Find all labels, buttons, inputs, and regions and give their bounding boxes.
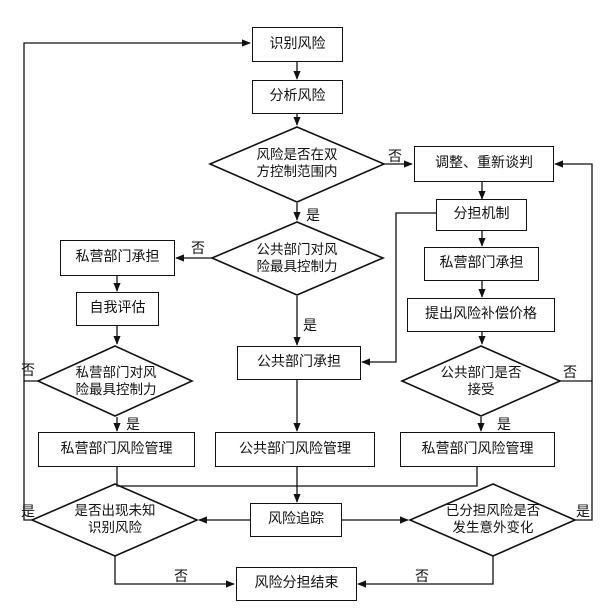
node-private-bear-right: 私营部门承担	[424, 247, 539, 281]
edge-change-yes-loop	[575, 381, 593, 521]
shared-change-line1: 已分担风险是否	[445, 503, 541, 520]
edge-change-end	[357, 556, 494, 588]
unknown-risk-line2: 识别风险	[88, 520, 142, 536]
node-control-range-text: 风险是否在双 方控制范围内	[222, 145, 372, 183]
public-accept-line2: 接受	[467, 382, 495, 398]
edge-unknown-end	[114, 556, 235, 588]
node-share-mechanism: 分担机制	[436, 199, 527, 231]
node-public-accept-text: 公共部门是否 接受	[414, 363, 548, 401]
public-accept-line1: 公共部门是否	[440, 365, 522, 382]
label-yes-accept: 是	[497, 417, 511, 433]
label-no-private-left: 否	[191, 241, 205, 257]
edge-sharemech-publicbear	[361, 212, 436, 366]
label-yes-private-mgmt: 是	[126, 417, 140, 433]
label-yes-change: 是	[576, 504, 590, 520]
edge-unknown-yes-loop	[23, 381, 32, 521]
public-control-line2: 险最具控制力	[256, 259, 338, 275]
label-yes-unknown: 是	[21, 504, 35, 520]
edge-accept-no-loop	[554, 160, 593, 382]
label-no-private-loop: 否	[21, 363, 35, 379]
control-range-line2: 方控制范围内	[256, 164, 338, 180]
decision-control-range	[207, 126, 387, 203]
node-renegotiate: 调整、重新谈判	[414, 146, 554, 182]
node-public-mgmt: 公共部门风险管理	[215, 432, 375, 467]
unknown-risk-line1: 是否出现未知	[74, 503, 156, 520]
public-control-line1: 公共部门对风	[256, 242, 338, 259]
decision-public-control	[209, 221, 386, 296]
node-private-control-text: 私营部门对风 险最具控制力	[50, 363, 182, 401]
node-analyze-risk: 分析风险	[252, 80, 343, 114]
control-range-line1: 风险是否在双	[256, 147, 338, 164]
node-risk-sharing-end: 风险分担结束	[236, 567, 357, 601]
node-public-bear: 公共部门承担	[237, 346, 361, 380]
shared-change-line2: 发生意外变化	[452, 520, 534, 536]
node-private-bear-left: 私营部门承担	[60, 240, 175, 276]
edge-private-mgmt-to-track	[116, 467, 297, 487]
label-no-end-left: 否	[174, 569, 188, 585]
node-risk-tracking: 风险追踪	[250, 503, 342, 537]
edge-privatecontrol-no-loop	[23, 39, 251, 382]
label-yes-public: 是	[306, 208, 320, 224]
node-self-evaluation: 自我评估	[76, 292, 159, 326]
label-yes-public-bear: 是	[303, 318, 317, 334]
label-no-end-right: 否	[415, 569, 429, 585]
label-no-renegotiate: 否	[388, 149, 402, 165]
decision-public-accept	[400, 345, 562, 417]
node-private-mgmt-right: 私营部门风险管理	[400, 432, 555, 467]
node-unknown-risk-text: 是否出现未知 识别风险	[50, 501, 180, 539]
node-compensation-price: 提出风险补偿价格	[407, 298, 555, 332]
node-identify-risk: 识别风险	[252, 27, 343, 62]
decision-private-control	[36, 345, 194, 417]
node-public-control-text: 公共部门对风 险最具控制力	[225, 240, 369, 278]
label-no-accept: 否	[563, 365, 577, 381]
private-control-line2: 险最具控制力	[75, 382, 157, 398]
node-private-mgmt-left: 私营部门风险管理	[38, 432, 195, 467]
private-control-line1: 私营部门对风	[75, 365, 157, 382]
node-shared-change-text: 已分担风险是否 发生意外变化	[424, 501, 562, 539]
edge-private-mgmt-right-to-track	[297, 467, 478, 487]
